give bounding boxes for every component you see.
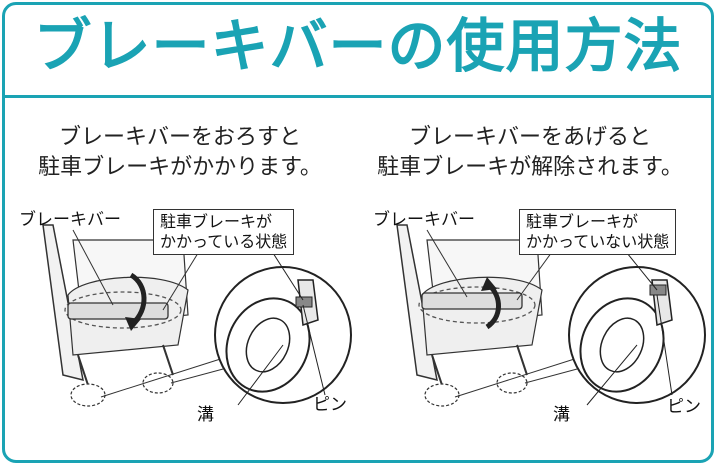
brake-bar-label-engaged: ブレーキバー [19, 210, 121, 230]
page-title: ブレーキバーの使用方法 [33, 12, 683, 80]
instruction-card: ブレーキバーの使用方法 ブレーキバーをおろすと 駐車ブレーキがかかります。 [2, 2, 714, 463]
pin-label-released: ピン [667, 397, 701, 417]
caption-engage: ブレーキバーをおろすと 駐車ブレーキがかかります。 [15, 123, 345, 183]
caption-release-line2: 駐車ブレーキが解除されます。 [377, 155, 683, 180]
groove-label-engaged: 溝 [197, 405, 214, 425]
groove-label-released: 溝 [553, 405, 570, 425]
state-released-line2: かかっていない状態 [526, 232, 670, 251]
caption-engage-line2: 駐車ブレーキがかかります。 [38, 155, 322, 180]
state-engaged-line1: 駐車ブレーキが [160, 212, 273, 231]
caption-release-line1: ブレーキバーをあげると [408, 125, 651, 150]
state-box-engaged: 駐車ブレーキが かかっている状態 [153, 209, 295, 255]
pin-label-engaged: ピン [313, 395, 347, 415]
brake-bar-label-released: ブレーキバー [373, 210, 475, 230]
state-box-released: 駐車ブレーキが かかっていない状態 [519, 209, 677, 255]
caption-engage-line1: ブレーキバーをおろすと [58, 125, 301, 150]
title-divider [5, 95, 711, 98]
caption-release: ブレーキバーをあげると 駐車ブレーキが解除されます。 [365, 123, 695, 183]
state-released-line1: 駐車ブレーキが [526, 212, 639, 231]
illustration-brake-engaged [42, 224, 352, 407]
illustration-brake-released [396, 224, 706, 407]
state-engaged-line2: かかっている状態 [160, 232, 288, 251]
